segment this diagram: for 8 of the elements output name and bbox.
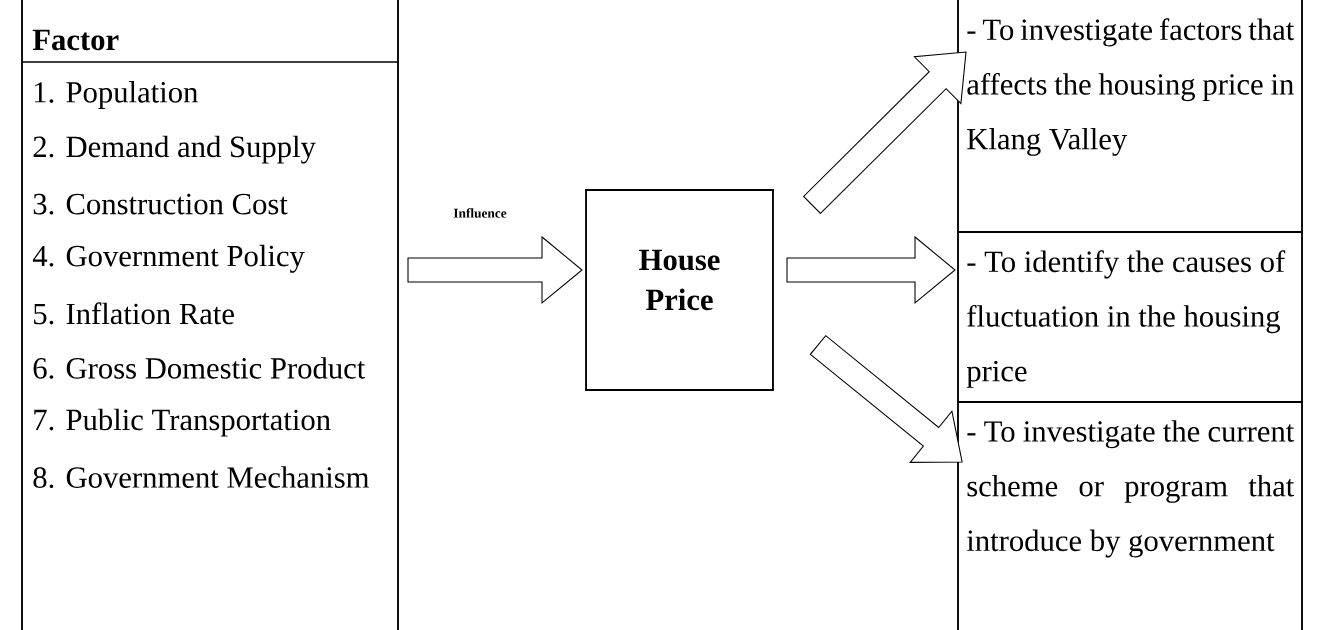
- objective-box: - To investigate factors that affects the housing price in Klang Valley: [957, 0, 1303, 233]
- house-price-box: House Price: [585, 189, 774, 391]
- factor-box: Factor 1. Population 2. Demand and Supply 3. Construction Cost 4. Government Policy 5. Inflation Rate 6. Gross Domestic Product 7. Public Transportation 8. Government Mechanism: [21, 0, 399, 630]
- edge-label: Influence: [453, 208, 507, 218]
- block-arrow: [786, 235, 956, 305]
- block-arrow: [407, 235, 583, 305]
- objective-box: - To identify the causes of fluctuation in the housing price: [957, 231, 1303, 403]
- objective-box: - To investigate the current scheme or program that introduce by government: [957, 401, 1303, 630]
